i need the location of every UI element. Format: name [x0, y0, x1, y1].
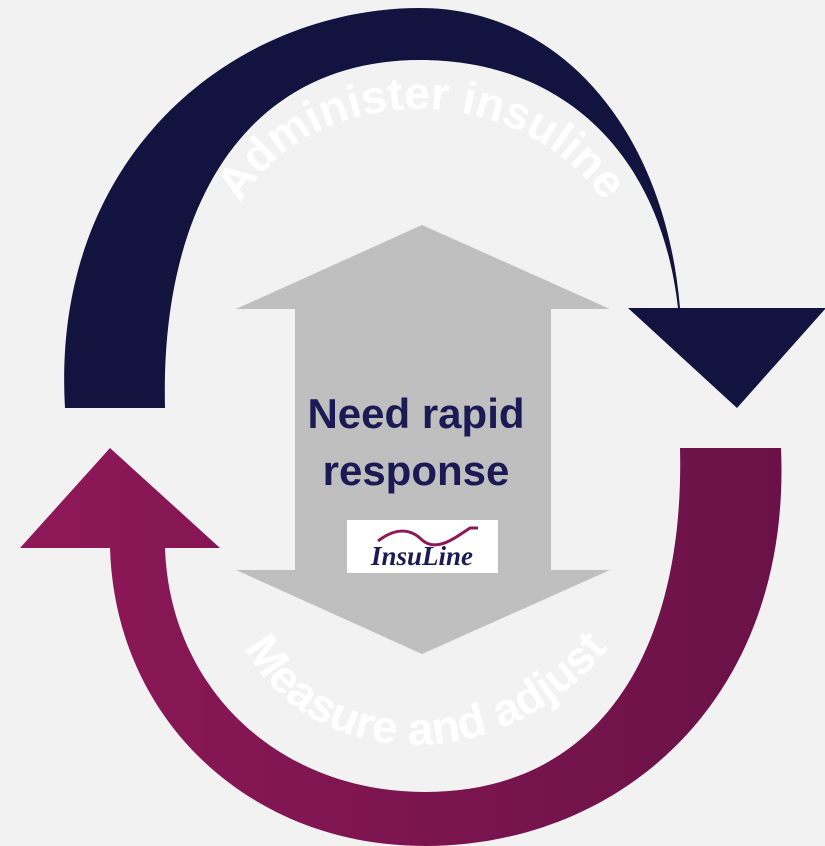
center-label-line1: Need rapid [307, 390, 524, 437]
insuline-logo: InsuLine [347, 520, 498, 573]
logo-wave-icon [377, 526, 478, 547]
bottom-cycle-arrow [20, 448, 782, 846]
logo-text: InsuLine [370, 541, 473, 571]
center-label-line2: response [323, 447, 510, 494]
top-cycle-arrow [64, 8, 825, 408]
center-double-arrow [236, 225, 610, 654]
